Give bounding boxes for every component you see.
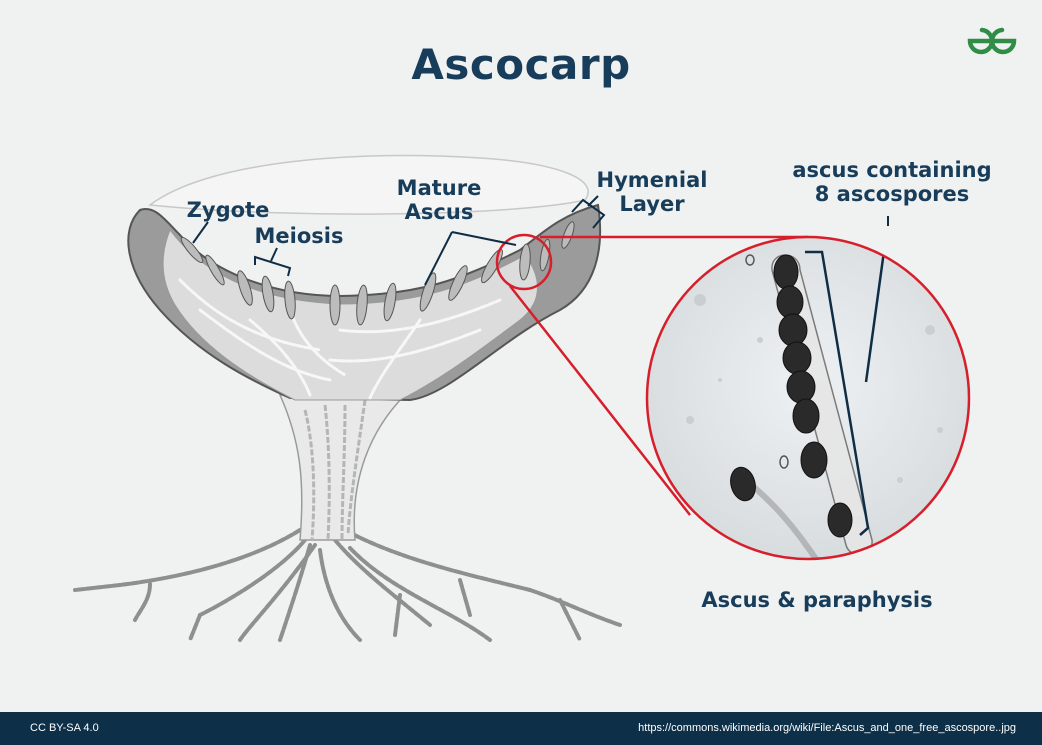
source-url[interactable]: https://commons.wikimedia.org/wiki/File:… xyxy=(638,722,1016,734)
ascus-paraphysis-caption: Ascus & paraphysis xyxy=(701,588,933,612)
brand-logo-icon xyxy=(967,27,1017,55)
asci-row xyxy=(180,221,575,326)
page-title: Ascocarp xyxy=(411,40,631,89)
cup-rim xyxy=(148,154,589,215)
stalk-hyphae xyxy=(303,399,367,541)
tissue-hyphae xyxy=(178,278,502,400)
micrograph xyxy=(647,237,969,559)
zoom-circle xyxy=(645,235,971,561)
cup-tissue xyxy=(162,228,538,401)
meiosis-label: Meiosis xyxy=(254,224,344,248)
zoom-connector-bottom xyxy=(509,285,691,516)
ascocarp-diagram xyxy=(73,154,971,642)
leader-lines xyxy=(192,195,889,286)
highlight-circle xyxy=(495,233,553,291)
footer-bar: CC BY-SA 4.0 https://commons.wikimedia.o… xyxy=(0,712,1042,745)
ascus-containing-label: ascus containing 8 ascospores xyxy=(792,158,992,206)
license-text: CC BY-SA 4.0 xyxy=(30,722,99,734)
hymenial-layer-label: Hymenial Layer xyxy=(596,168,708,216)
zygote-label: Zygote xyxy=(186,198,270,222)
stalk xyxy=(278,394,407,541)
hyphae-roots xyxy=(73,528,622,642)
mature-ascus-label: Mature Ascus xyxy=(396,176,482,224)
